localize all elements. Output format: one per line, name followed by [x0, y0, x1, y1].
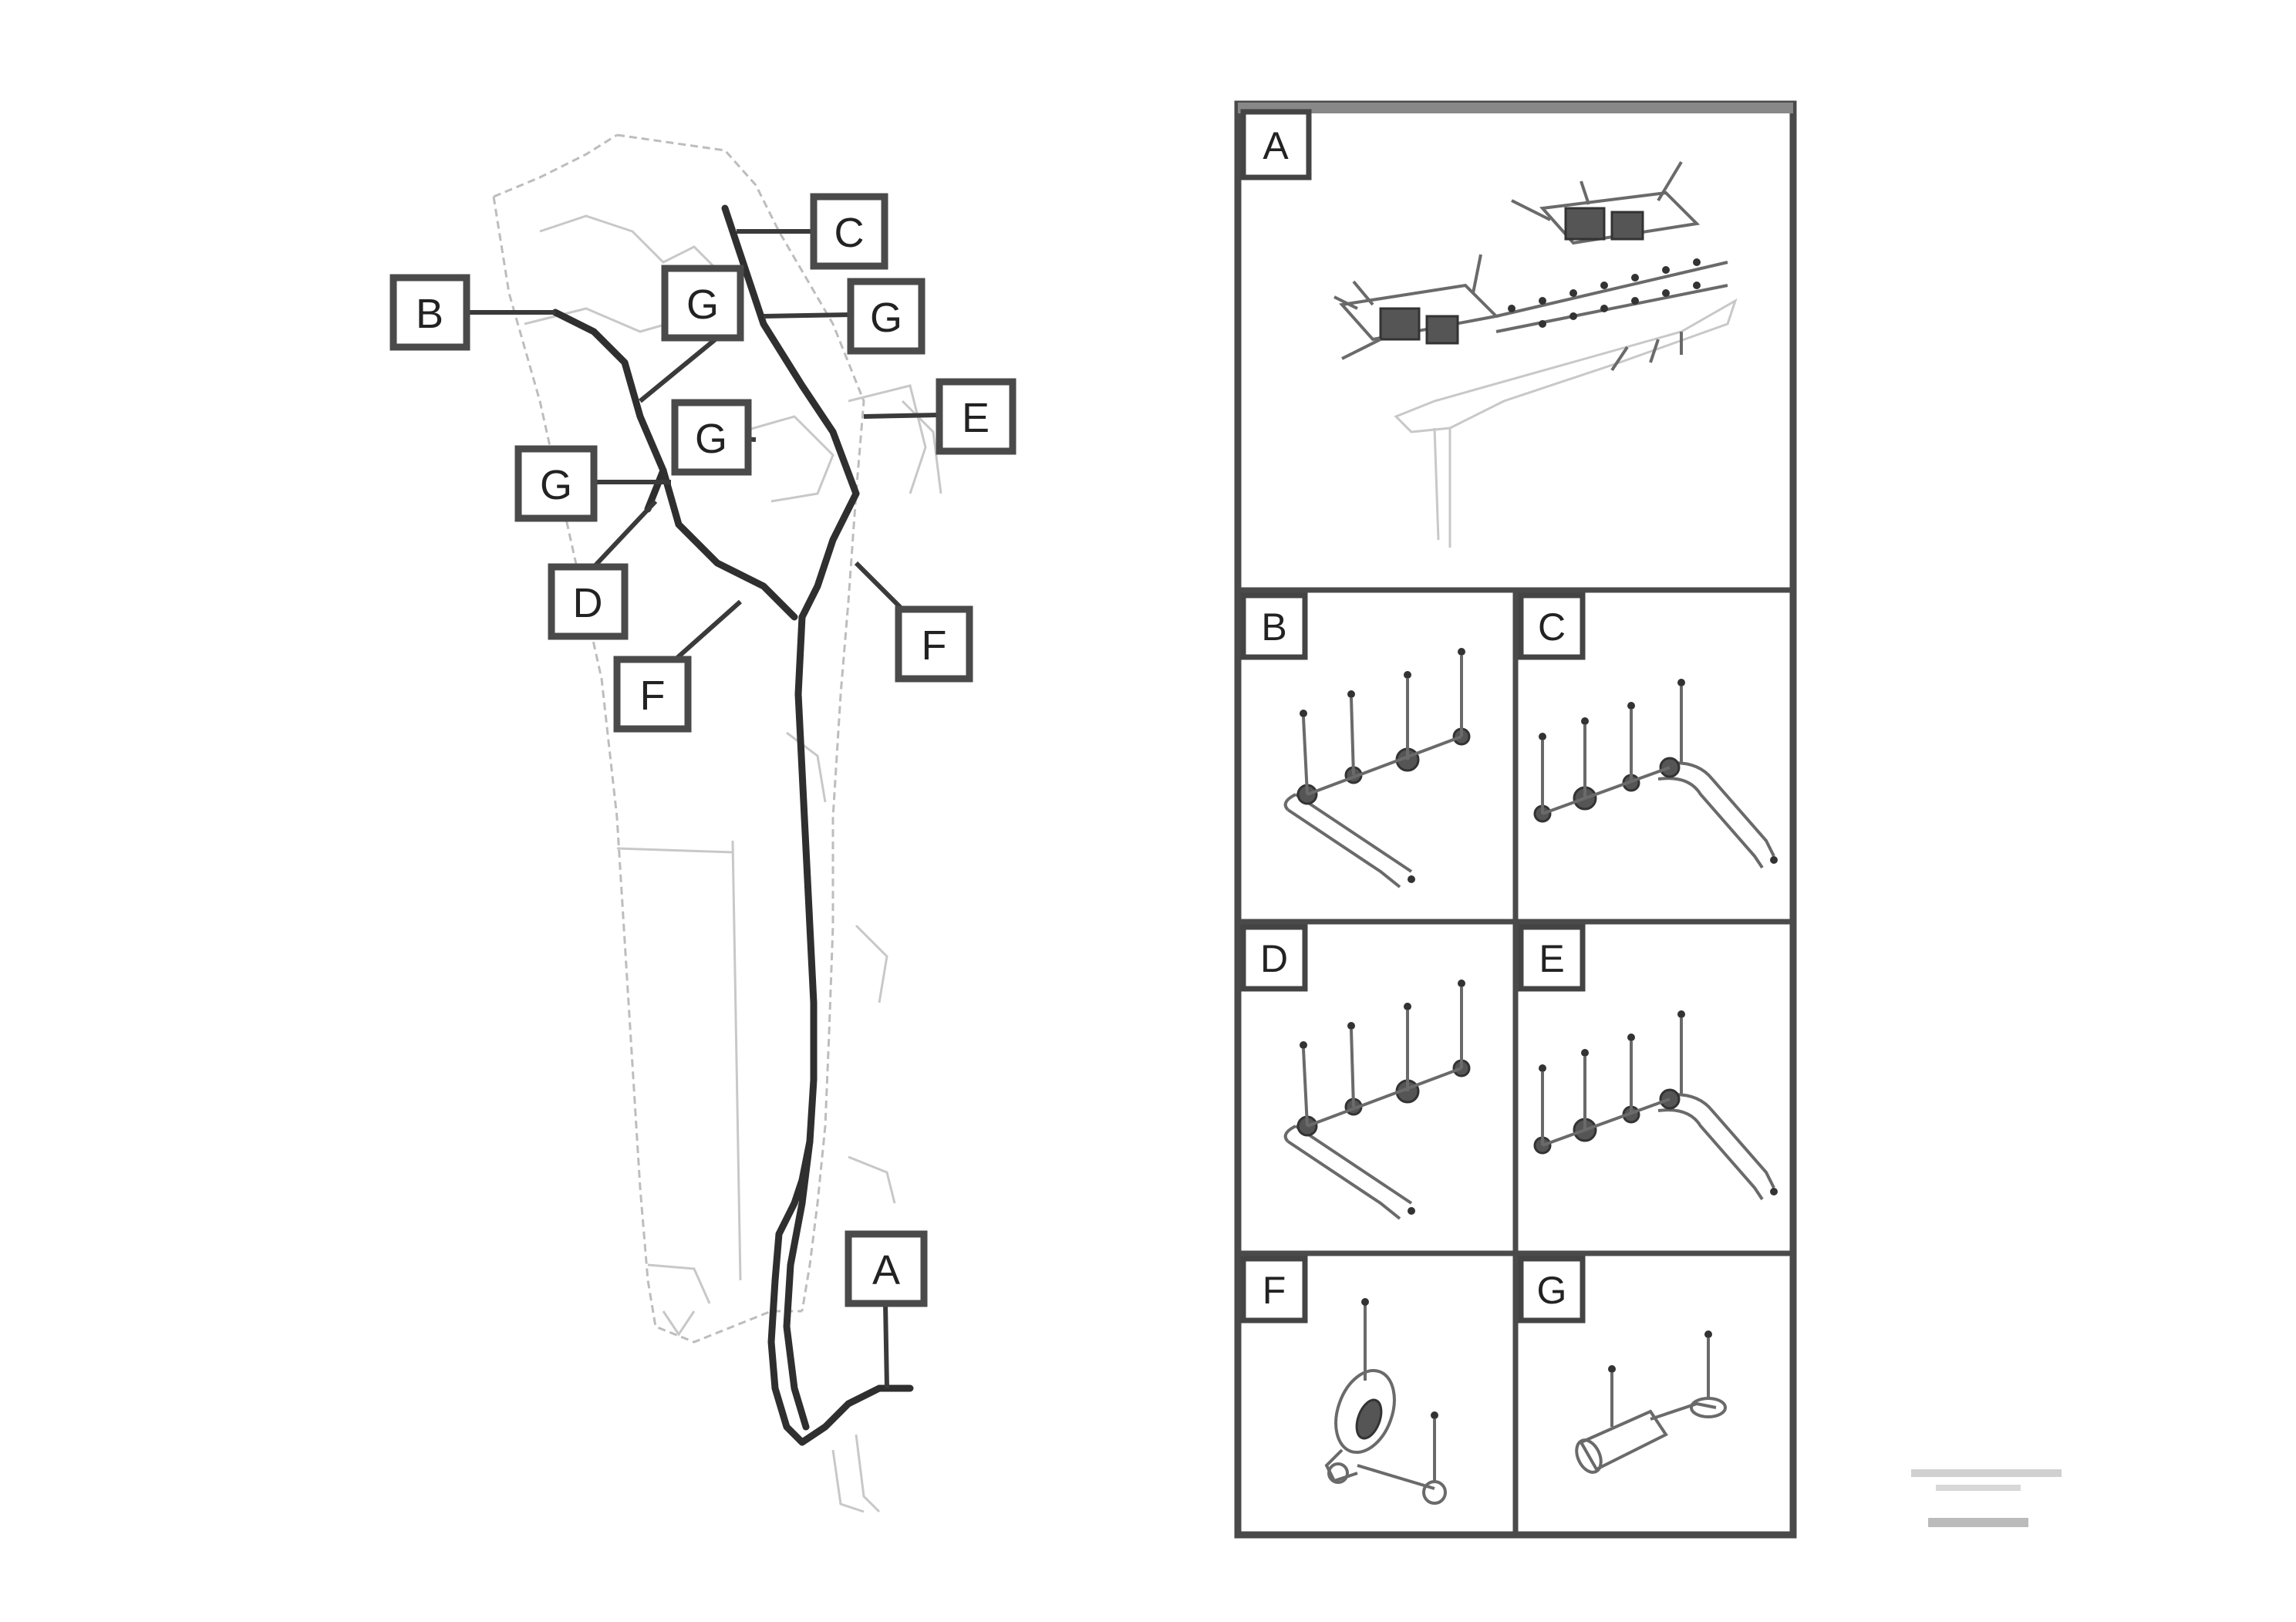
panel-label-d-text: D [1260, 937, 1288, 980]
clamp-e-drawing [1533, 1010, 1778, 1201]
panel-label-a-text: A [1263, 124, 1289, 167]
callout-b: B [389, 274, 470, 351]
panel-label-f-text: F [1263, 1269, 1286, 1312]
callout-g-top-text: G [686, 282, 719, 328]
callout-f-right: F [895, 605, 973, 683]
clamp-d-drawing [1283, 980, 1471, 1220]
panel-label-d: D [1240, 924, 1308, 992]
detail-panel-grid [1234, 100, 1797, 1539]
callout-g-top: G [661, 265, 744, 342]
callout-f-left-text: F [640, 673, 666, 719]
detail-panel-e: E [1518, 924, 1778, 1201]
detail-panel-a: A [1240, 109, 1738, 548]
callout-a: A [845, 1230, 928, 1307]
panel-label-c-text: C [1538, 605, 1566, 649]
callout-g-left: G [514, 445, 598, 522]
callout-g-middle-text: G [695, 416, 727, 462]
detail-panel-f: F [1240, 1256, 1447, 1505]
panel-label-e-text: E [1539, 937, 1564, 980]
clamp-b-drawing [1283, 648, 1471, 889]
callout-c-text: C [834, 210, 865, 256]
clip-g-drawing [1575, 1330, 1727, 1474]
callout-g-right-text: G [870, 295, 902, 341]
panel-label-b: B [1240, 592, 1308, 660]
detail-panel-d: D [1240, 924, 1471, 1220]
detail-panel-c: C [1518, 592, 1778, 869]
drawing-reference-stamp [1911, 1469, 2062, 1527]
callout-e: E [936, 378, 1017, 455]
detail-panel-b: B [1240, 592, 1471, 889]
callout-f-right-text: F [922, 622, 947, 669]
callout-a-text: A [872, 1247, 900, 1293]
callout-g-left-text: G [540, 462, 572, 508]
panel-label-f: F [1240, 1256, 1308, 1324]
panel-label-b-text: B [1261, 605, 1286, 649]
clamp-c-drawing [1533, 679, 1778, 869]
panel-label-a: A [1240, 109, 1312, 180]
callout-d-text: D [573, 580, 603, 626]
panel-label-c: C [1518, 592, 1586, 660]
callout-g-right: G [847, 278, 925, 355]
callout-d: D [548, 563, 629, 640]
callout-e-text: E [962, 395, 990, 441]
callout-b-text: B [416, 291, 443, 337]
connector-block-drawing [1333, 160, 1738, 548]
clip-f-drawing [1324, 1298, 1447, 1505]
callout-f-left: F [613, 656, 692, 733]
callout-c: C [810, 193, 888, 270]
panel-label-g: G [1518, 1256, 1586, 1324]
callout-g-middle: G [671, 399, 752, 476]
detail-panel-g: G [1518, 1256, 1727, 1474]
wiring-harness [551, 204, 914, 1446]
panel-label-e: E [1518, 924, 1586, 992]
panel-label-g-text: G [1537, 1269, 1567, 1312]
